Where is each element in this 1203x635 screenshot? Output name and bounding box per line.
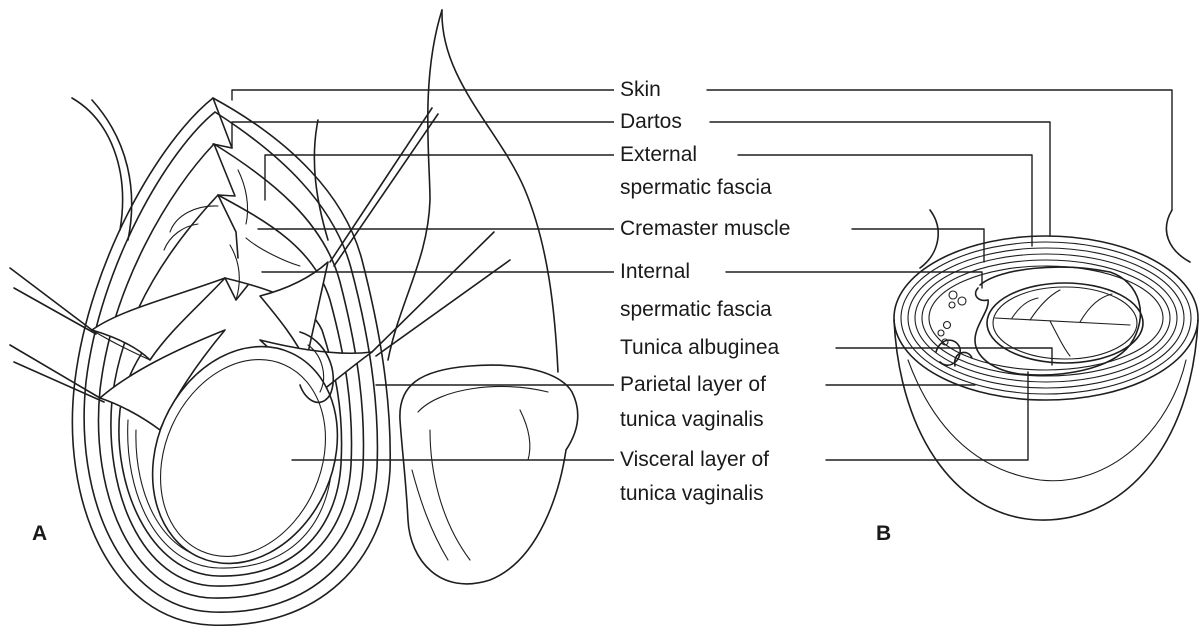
label-parietal-line2: tunica vaginalis <box>614 408 770 432</box>
label-visceral-line2: tunica vaginalis <box>614 482 770 506</box>
label-dartos: Dartos <box>614 110 688 134</box>
b-testis <box>987 283 1143 363</box>
penis-drawing <box>314 10 577 584</box>
label-external-line1: External <box>614 143 703 167</box>
label-cremaster-muscle: Cremaster muscle <box>614 217 796 241</box>
label-visceral-line1: Visceral layer of <box>614 448 775 472</box>
label-internal-line1: Internal <box>614 260 696 284</box>
panel-label-b: B <box>876 522 891 546</box>
label-parietal-line1: Parietal layer of <box>614 373 772 397</box>
glans <box>400 365 578 584</box>
panel-b-drawing <box>894 210 1198 520</box>
label-skin: Skin <box>614 78 667 102</box>
label-tunica-albuginea: Tunica albuginea <box>614 336 785 360</box>
label-internal-line2: spermatic fascia <box>614 298 778 322</box>
label-external-line2: spermatic fascia <box>614 176 778 200</box>
panel-label-a: A <box>32 522 47 546</box>
